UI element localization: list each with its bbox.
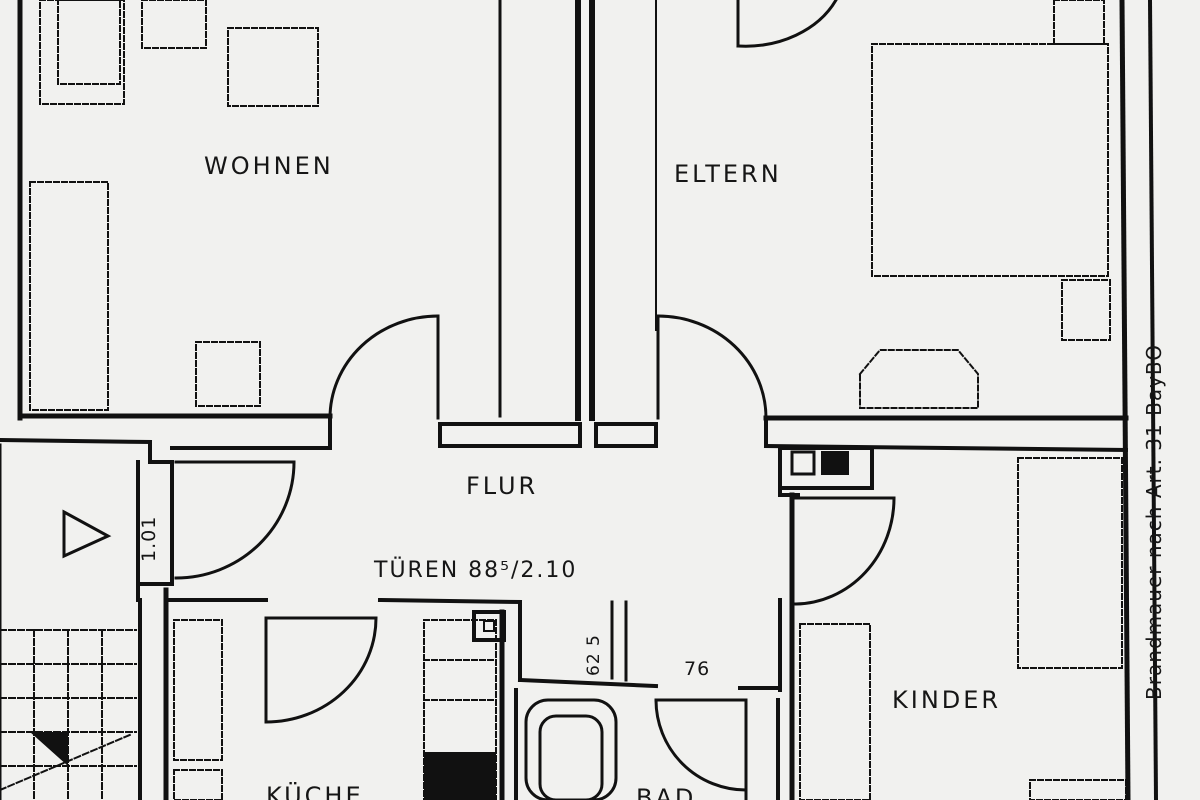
entry-arrow-icon (62, 509, 112, 559)
wall-wohnen-eltern (498, 0, 657, 421)
stove-block (424, 752, 496, 800)
eltern-furniture (859, 0, 1111, 409)
dimension-76: 76 (684, 658, 711, 680)
firewall-wall (1119, 0, 1159, 800)
door-size-note: TÜREN 88⁵/2.10 (374, 558, 578, 583)
dimension-625: 62 5 (584, 634, 604, 676)
dimension-101: 1.01 (138, 515, 160, 562)
wall-corridor-north (0, 413, 1129, 464)
bathtub (524, 698, 618, 800)
kinder-furniture (799, 457, 1127, 800)
door-swings (174, 0, 896, 792)
shaft-box (778, 446, 874, 497)
staircase (0, 629, 137, 800)
room-label-kueche: KÜCHE (266, 782, 364, 800)
wohnen-furniture (29, 0, 319, 411)
room-label-eltern: ELTERN (674, 160, 782, 188)
room-label-flur: FLUR (466, 472, 539, 500)
wall-corridor-south (0, 443, 782, 800)
room-label-bad: BAD (636, 784, 697, 800)
stair-arrow-fill (30, 732, 68, 766)
room-label-kinder: KINDER (892, 686, 1002, 714)
firewall-note: Brandmauer nach Art. 31 BayBO (1142, 343, 1166, 700)
room-label-wohnen: WOHNEN (204, 152, 334, 180)
kitchen-shaft (472, 610, 506, 642)
kitchen-units (173, 619, 497, 800)
